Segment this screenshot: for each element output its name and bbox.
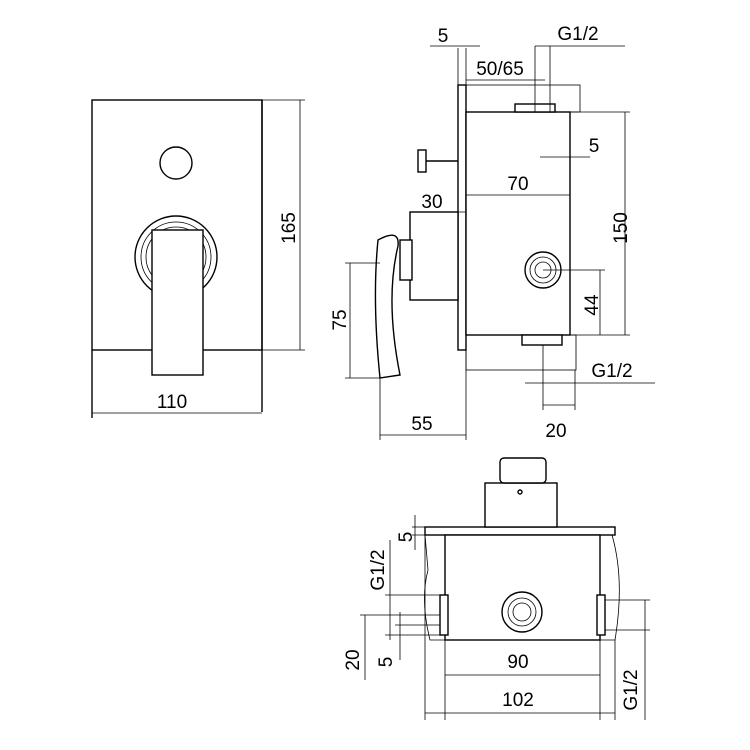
dim-body-depth: 70	[507, 174, 528, 195]
dim-left-offset: 20	[343, 649, 364, 670]
dim-outlet-height: 44	[582, 294, 603, 316]
valve-body-bottom	[444, 534, 601, 641]
dim-plate-bottom: 5	[396, 532, 417, 543]
dim-side-conn: G1/2	[368, 549, 389, 590]
wall-plate	[457, 84, 467, 351]
dim-plate: 5	[438, 26, 449, 47]
front-view: 110 165	[91, 99, 305, 418]
dim-bottom-conn: G1/2	[591, 361, 632, 382]
dim-width: 110	[157, 392, 187, 413]
dim-outer-width: 102	[502, 690, 534, 711]
bottom-view: 5 G1/2 20 5 90 102 G1/2	[343, 457, 650, 720]
valve-body	[465, 111, 571, 336]
dim-offset: 5	[589, 136, 600, 157]
dim-bottom-offset: 20	[545, 421, 566, 442]
dim-height: 165	[279, 212, 300, 244]
diverter-knob-top	[499, 457, 547, 484]
dim-top-conn: G1/2	[557, 24, 598, 45]
dim-height-side: 150	[611, 212, 632, 244]
dim-depth-range: 50/65	[476, 59, 524, 80]
wall-plate-bottom	[424, 526, 616, 536]
dim-handle-proj: 30	[421, 192, 442, 213]
handle-lever-side	[374, 234, 401, 379]
dim-right-conn: G1/2	[621, 669, 642, 710]
diverter-knob	[159, 146, 193, 180]
dim-inner-width: 90	[507, 652, 528, 673]
handle-lever	[151, 229, 204, 376]
dim-handle-height: 75	[330, 309, 351, 330]
side-view: 5 G1/2 50/65 5 70 30 150 75 44 G1/2 55 2…	[330, 24, 655, 442]
dim-left-small: 5	[376, 657, 397, 668]
dim-handle-reach: 55	[411, 414, 432, 435]
